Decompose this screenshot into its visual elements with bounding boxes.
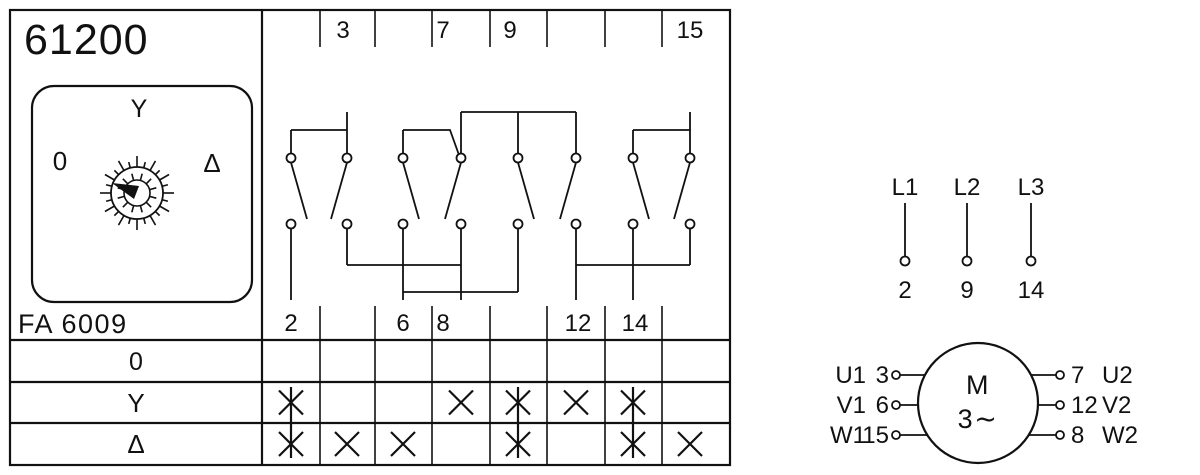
winding-label: V1 <box>837 392 866 419</box>
terminal-number: 14 <box>622 310 649 337</box>
terminal-number: 9 <box>503 17 516 44</box>
terminal-number: 15 <box>677 17 704 44</box>
contact-column-8 <box>673 112 696 265</box>
rotary-dial-panel: Y 0 Δ <box>30 84 254 304</box>
motor-symbol-circle <box>916 341 1040 465</box>
contact-closed-marks <box>278 387 703 458</box>
motor-letter: M <box>966 370 990 400</box>
supply-terminal-number: 9 <box>960 277 973 304</box>
dial-position-star-label: Y <box>131 95 148 123</box>
motor-phase-type: 3∼ <box>958 404 999 434</box>
terminal-number: 7 <box>436 17 449 44</box>
contact-column-5 <box>512 112 535 292</box>
terminal-number: 8 <box>436 310 449 337</box>
terminal-number: 6 <box>396 310 409 337</box>
winding-terminal-number: 7 <box>1071 362 1084 389</box>
motor-left-terminals: U1 3 V1 6 W1 15 <box>830 362 927 449</box>
supply-terminal-number: 14 <box>1018 277 1045 304</box>
winding-label: U2 <box>1102 362 1133 389</box>
winding-terminal-number: 3 <box>876 362 889 389</box>
page-title: 61200 <box>24 16 149 64</box>
motor-right-terminals: 7 U2 12 V2 8 W2 <box>1029 362 1138 449</box>
supply-line-label: L3 <box>1018 174 1045 201</box>
winding-label: W2 <box>1102 422 1138 449</box>
bottom-terminal-numbers: 2 6 8 12 14 <box>284 310 648 337</box>
terminal-number: 3 <box>336 17 349 44</box>
contact-table-row-labels: 0 Y Δ <box>127 348 144 459</box>
winding-label: V2 <box>1102 392 1131 419</box>
winding-label: W1 <box>830 422 866 449</box>
supply-line-label: L2 <box>954 174 981 201</box>
winding-terminal-number: 12 <box>1071 392 1098 419</box>
model-number: FA 6009 <box>18 309 128 339</box>
table-row-label-delta: Δ <box>127 429 144 459</box>
terminal-number: 2 <box>284 310 297 337</box>
contact-column-2 <box>330 112 353 265</box>
motor-circuit: L1 L2 L3 2 9 14 M 3∼ U1 3 V1 6 W1 15 <box>830 174 1138 465</box>
winding-terminal-number: 6 <box>876 392 889 419</box>
terminal-number: 12 <box>565 310 592 337</box>
winding-label: U1 <box>835 362 866 389</box>
contact-column-3 <box>397 130 420 300</box>
diagram-frame <box>8 8 732 467</box>
supply-line-label: L1 <box>892 174 919 201</box>
table-row-label-zero: 0 <box>129 348 143 376</box>
terminal-grid-ticks <box>319 10 663 465</box>
switch-contacts <box>285 112 696 300</box>
rotary-knob <box>100 156 174 230</box>
winding-terminal-number: 8 <box>1071 422 1084 449</box>
dial-pointer <box>112 183 139 199</box>
dial-position-delta-label: Δ <box>203 148 220 178</box>
contact-column-1 <box>285 130 308 300</box>
winding-terminal-number: 15 <box>862 422 889 449</box>
contact-wiring <box>291 111 690 293</box>
dial-tick-marks <box>100 156 174 230</box>
supply-terminal-number: 2 <box>898 277 911 304</box>
contact-column-7 <box>627 130 650 300</box>
dial-position-zero-label: 0 <box>53 146 67 176</box>
table-row-label-star: Y <box>127 388 144 418</box>
contact-column-4 <box>444 112 467 300</box>
contact-column-6 <box>559 112 582 300</box>
top-terminal-numbers: 3 7 9 15 <box>336 17 703 44</box>
supply-lines: L1 L2 L3 2 9 14 <box>892 174 1045 304</box>
